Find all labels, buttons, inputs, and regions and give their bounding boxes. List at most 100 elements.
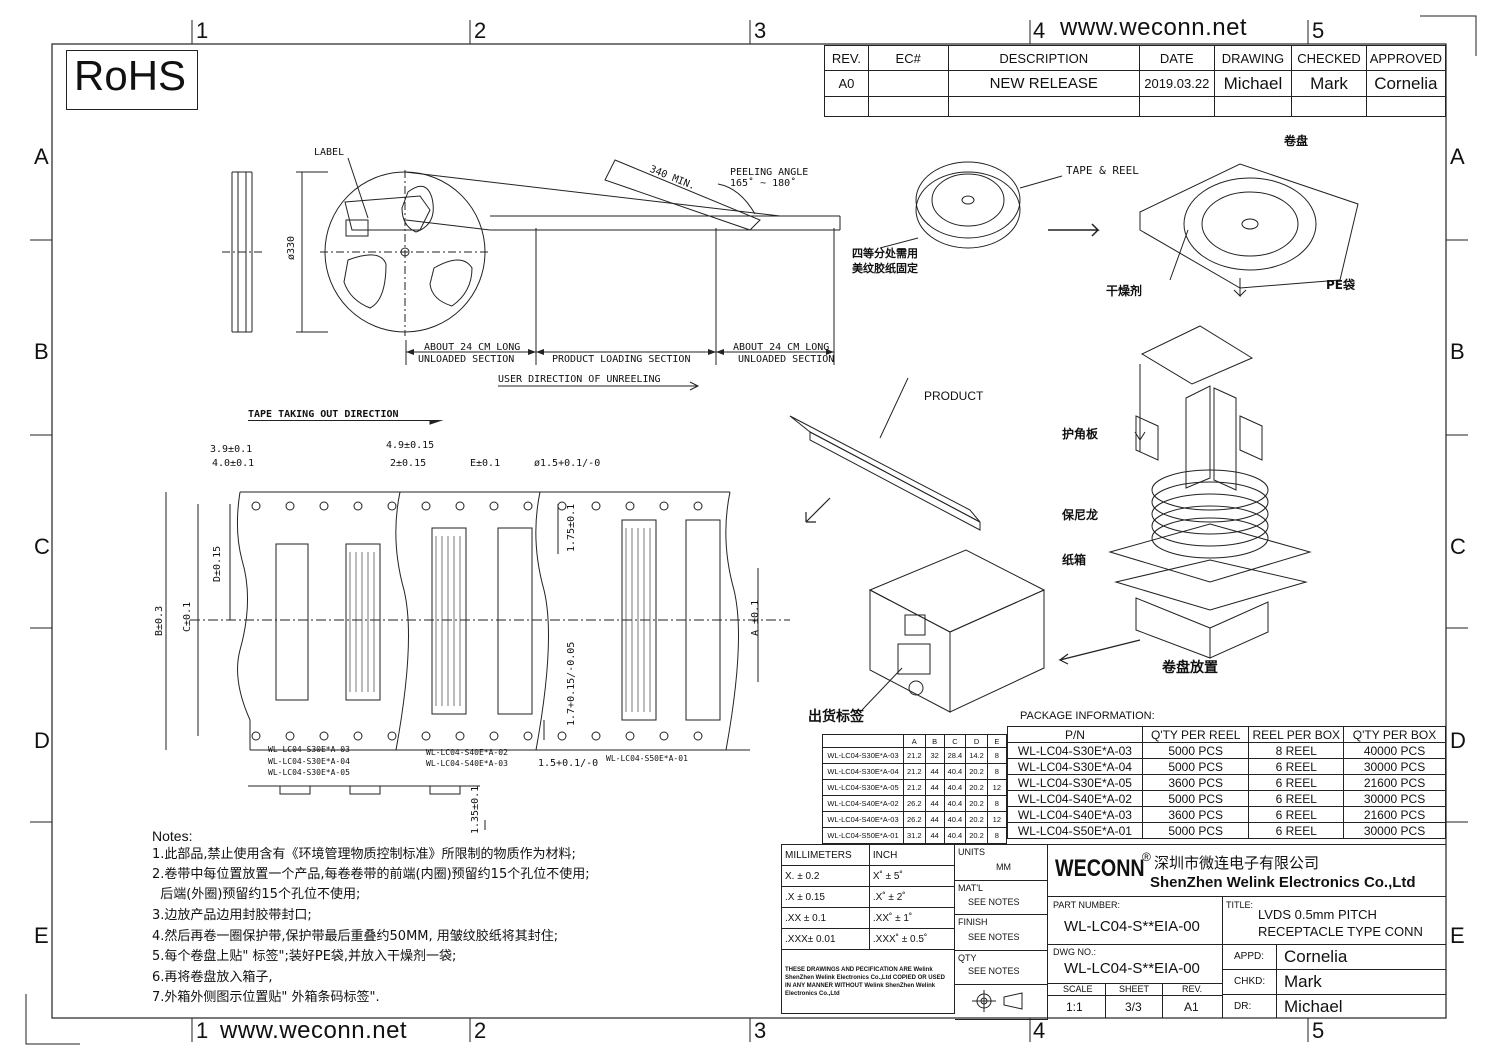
grid-letter-e: E: [34, 923, 49, 948]
sprocket-hole: [285, 731, 295, 741]
grid-number-5: 5: [1312, 18, 1325, 43]
qty-value: SEE NOTES: [968, 966, 1020, 976]
rev-label: REV.: [1182, 984, 1203, 994]
dim-cell: 8: [986, 795, 1007, 812]
finish-label: FINISH: [958, 917, 988, 927]
dim-cell: 28.4: [943, 747, 967, 764]
tol-mm-1: .X ± 0.15: [781, 886, 870, 908]
dr-label: DR:: [1234, 1001, 1252, 1012]
note-line-6: 5.每个卷盘上贴" 标签";装好PE袋,并放入干燥剂一袋;: [152, 949, 457, 964]
checked-header: CHECKED: [1291, 45, 1367, 71]
dim-cell: WL-LC04-S50E*A-01: [822, 827, 904, 844]
dim-cell: 12: [986, 811, 1007, 828]
units-value: MM: [996, 862, 1011, 872]
sprocket-hole: [693, 501, 703, 511]
sprocket-hole: [455, 731, 465, 741]
dim-cell: WL-LC04-S30E*A-03: [822, 747, 904, 764]
dim-cell: 14.2: [965, 747, 988, 764]
ec-value: [867, 70, 949, 97]
pkg-cell: 6 REEL: [1248, 790, 1345, 807]
carton-label: 纸箱: [1062, 553, 1087, 567]
reel-placement-label: 卷盘放置: [1162, 660, 1218, 676]
pkg-cell: 5000 PCS: [1141, 742, 1250, 759]
dim-cell: 40.4: [943, 763, 967, 780]
note-line-4: 3.边放产品边用封胶带封口;: [152, 908, 312, 923]
pkg-cell: 30000 PCS: [1343, 790, 1446, 807]
sprocket-hole: [489, 501, 499, 511]
dim-1-7: 1.7+0.15/-0.05: [566, 641, 577, 726]
pkg-cell: WL-LC04-S30E*A-04: [1007, 758, 1143, 775]
scale-value: 1:1: [1066, 1000, 1083, 1014]
pkg-header-qty-reel: Q'TY PER REEL: [1141, 726, 1250, 743]
note-line-5: 4.然后再卷一圈保护带,保护带最后重叠约50MM, 用皱纹胶纸将其封住;: [152, 929, 559, 944]
tol-inch-3: .XXX˚ ± 0.5˚: [868, 928, 956, 950]
website-url-bottom[interactable]: www.weconn.net: [220, 1017, 408, 1044]
pkg-cell: 6 REEL: [1248, 774, 1345, 791]
dim-cell: WL-LC04-S30E*A-05: [822, 779, 904, 796]
sprocket-hole: [387, 501, 397, 511]
pkg-cell: 5000 PCS: [1141, 822, 1250, 839]
dim-cell: 44: [924, 763, 945, 780]
group3-pn-1: WL-LC04-S50E*A-01: [606, 754, 688, 763]
dim-header-c: C: [943, 734, 967, 748]
chkd-value: Mark: [1284, 972, 1322, 991]
fix-note-line2: 美纹胶纸固定: [852, 262, 918, 275]
sprocket-hole: [625, 501, 635, 511]
reel-diameter: ø330: [286, 235, 297, 260]
pkg-cell: 21600 PCS: [1343, 774, 1446, 791]
group2-pn-1: WL-LC04-S40E*A-02: [426, 748, 508, 757]
pkg-cell: WL-LC04-S30E*A-05: [1007, 774, 1143, 791]
fix-note-line1: 四等分处需用: [852, 247, 918, 260]
sprocket-hole: [693, 731, 703, 741]
dim-cell: 20.2: [965, 763, 988, 780]
pkg-header-reel-box: REEL PER BOX: [1248, 726, 1345, 743]
pkg-cell: WL-LC04-S50E*A-01: [1007, 822, 1143, 839]
pkg-cell: 5000 PCS: [1141, 790, 1250, 807]
rev-header: REV.: [824, 45, 869, 71]
projection-symbol-icon: [972, 990, 1023, 1012]
dim-cell: 20.2: [965, 795, 988, 812]
dim-cell: 20.2: [965, 827, 988, 844]
website-url-top[interactable]: www.weconn.net: [1060, 14, 1248, 41]
dim-cell: WL-LC04-S40E*A-02: [822, 795, 904, 812]
pkg-cell: 21600 PCS: [1343, 806, 1446, 823]
dim-header-e: E: [986, 734, 1007, 748]
sprocket-hole: [625, 731, 635, 741]
dim-cell: 44: [924, 827, 945, 844]
dim-cell: 31.2: [903, 827, 926, 844]
ec-header: EC#: [867, 45, 949, 71]
chkd-label: CHKD:: [1234, 976, 1266, 987]
rohs-box: [66, 50, 198, 110]
dim-a: A ±0.1: [750, 599, 761, 636]
pkg-cell: 3600 PCS: [1141, 806, 1250, 823]
pkg-cell: 5000 PCS: [1141, 758, 1250, 775]
grid-letter-b-right: B: [1450, 339, 1465, 364]
pkg-cell: 6 REEL: [1248, 758, 1345, 775]
description-header: DESCRIPTION: [947, 45, 1140, 71]
unloaded-section-left: UNLOADED SECTION: [418, 354, 515, 365]
pkg-cell: 30000 PCS: [1343, 822, 1446, 839]
tape-profile-drawing: [165, 420, 790, 830]
sprocket-hole: [353, 731, 363, 741]
sprocket-hole: [557, 501, 567, 511]
sprocket-hole: [591, 731, 601, 741]
user-direction-label: USER DIRECTION OF UNREELING: [498, 374, 661, 385]
pkg-cell: 8 REEL: [1248, 742, 1345, 759]
grid-number-3-bottom: 3: [754, 1018, 767, 1043]
dim-cell: 26.2: [903, 795, 926, 812]
dim-cell: WL-LC04-S30E*A-04: [822, 763, 904, 780]
note-line-7: 6.再将卷盘放入箱子,: [152, 970, 273, 985]
dim-1-5: 1.5+0.1/-0: [538, 758, 599, 769]
company-name-en: ShenZhen Welink Electronics Co.,Ltd: [1150, 874, 1416, 891]
dim-cell: 40.4: [943, 795, 967, 812]
sheet-value: 3/3: [1125, 1000, 1142, 1014]
drawing-header: DRAWING: [1213, 45, 1293, 71]
registered-mark-icon: ®: [1142, 850, 1151, 864]
pkg-cell: 6 REEL: [1248, 822, 1345, 839]
pkg-header-pn: P/N: [1007, 726, 1143, 743]
dim-cell: 21.2: [903, 763, 926, 780]
tol-mm-3: .XXX± 0.01: [781, 928, 870, 950]
